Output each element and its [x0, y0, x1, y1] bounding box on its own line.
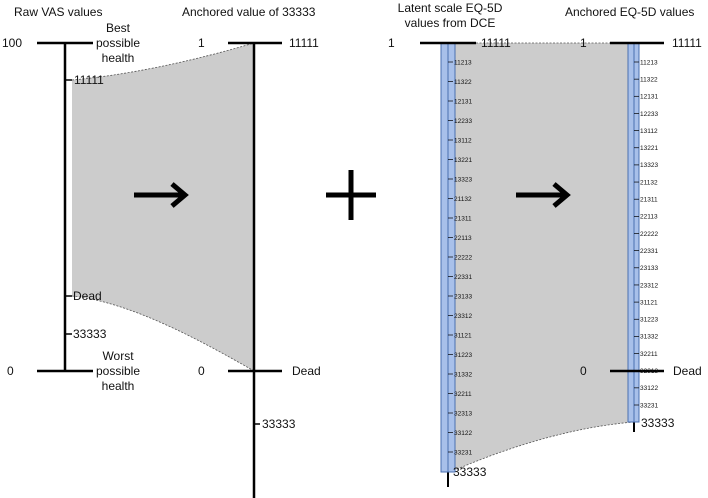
vas-best-label-3: health [102, 51, 135, 65]
arrow-right-icon [134, 182, 189, 208]
latent-state-label: 11322 [454, 79, 472, 86]
vas-top-value: 100 [2, 36, 22, 50]
latent-state-labels: 11213 11322 12131 12233 13112 13221 13323 21132… [448, 59, 472, 456]
header-latent-line2: values from DCE [405, 16, 496, 30]
plus-icon [326, 170, 376, 220]
final-state-label: 12233 [640, 111, 658, 118]
final-state-label: 22222 [640, 231, 658, 238]
final-state-label: 32211 [640, 351, 658, 358]
anchored-top-state: 11111 [289, 36, 319, 50]
final-state-label: 11213 [640, 59, 658, 66]
latent-top-state: 11111 [481, 36, 511, 50]
latent-state-label: 22331 [454, 274, 472, 281]
mapping-band-right [455, 43, 634, 470]
final-state-label: 31332 [640, 334, 658, 341]
anchored-worst-state: 33333 [262, 417, 296, 431]
latent-state-label: 33231 [454, 449, 472, 456]
final-state-label: 22331 [640, 248, 658, 255]
final-state-label: 31121 [640, 299, 658, 306]
latent-state-label: 11213 [454, 59, 472, 66]
final-state-label: 13221 [640, 145, 658, 152]
final-state-label: 33231 [640, 402, 658, 409]
final-top-value: 1 [580, 36, 587, 50]
latent-state-label: 31121 [454, 332, 472, 339]
header-latent-line1: Latent scale EQ-5D [398, 1, 503, 15]
latent-state-label: 31223 [454, 352, 472, 359]
final-state-label: 13112 [640, 128, 658, 135]
mapping-band-right-bottom-edge [454, 421, 635, 471]
mapping-band-left [72, 43, 254, 371]
anchored-dead: Dead [292, 364, 321, 378]
vas-worst-label-3: health [102, 379, 135, 393]
latent-state-label: 12131 [454, 98, 472, 105]
vas-state-33333: 33333 [73, 327, 107, 341]
mapping-band-left-top-edge [71, 42, 255, 81]
latent-state-label: 22113 [454, 235, 472, 242]
final-state-label: 21311 [640, 197, 658, 204]
final-state-label: 22113 [640, 214, 658, 221]
final-state-label: 31223 [640, 317, 658, 324]
mapping-band-left-bottom-edge [71, 295, 255, 372]
final-state-label: 11322 [640, 76, 658, 83]
anchored-zero-value: 0 [198, 364, 205, 378]
vas-bottom-value: 0 [7, 364, 14, 378]
latent-state-label: 33122 [454, 430, 472, 437]
header-anchored-eq5d: Anchored EQ-5D values [565, 5, 694, 19]
final-state-label: 23312 [640, 282, 658, 289]
latent-state-label: 32313 [454, 410, 472, 417]
latent-state-label: 23312 [454, 313, 472, 320]
latent-state-label: 13221 [454, 157, 472, 164]
final-state-label: 21132 [640, 179, 658, 186]
anchored-top-value: 1 [198, 36, 205, 50]
latent-state-label: 22222 [454, 254, 472, 261]
latent-top-value: 1 [388, 36, 395, 50]
latent-state-label: 23133 [454, 293, 472, 300]
final-state-label: 32313 [640, 368, 658, 375]
vas-best-label-2: possible [96, 36, 140, 50]
vas-worst-label-2: possible [96, 364, 140, 378]
final-dead: Dead [673, 364, 702, 378]
final-bottom-state: 33333 [641, 416, 675, 430]
latent-state-label: 32211 [454, 391, 472, 398]
latent-state-label: 21132 [454, 196, 472, 203]
final-state-labels: 11213 11322 12131 12233 13112 13221 13323 21132… [634, 59, 658, 409]
final-state-label: 23133 [640, 265, 658, 272]
arrow-right-icon [516, 182, 571, 208]
vas-state-dead: Dead [73, 289, 102, 303]
final-zero-value: 0 [580, 364, 587, 378]
vas-best-label-1: Best [106, 21, 131, 35]
header-raw-vas: Raw VAS values [14, 5, 102, 19]
final-top-state: 11111 [672, 36, 702, 50]
latent-state-label: 12233 [454, 118, 472, 125]
vas-worst-label-1: Worst [102, 349, 134, 363]
latent-state-label: 21311 [454, 215, 472, 222]
latent-bottom-state: 33333 [453, 465, 487, 479]
final-state-label: 33122 [640, 385, 658, 392]
final-state-label: 12131 [640, 94, 658, 101]
latent-state-label: 13323 [454, 176, 472, 183]
header-anchored-33333: Anchored value of 33333 [182, 5, 316, 19]
latent-state-label: 13112 [454, 137, 472, 144]
latent-state-label: 31332 [454, 371, 472, 378]
final-state-label: 13323 [640, 162, 658, 169]
vas-state-11111: 11111 [74, 73, 104, 87]
